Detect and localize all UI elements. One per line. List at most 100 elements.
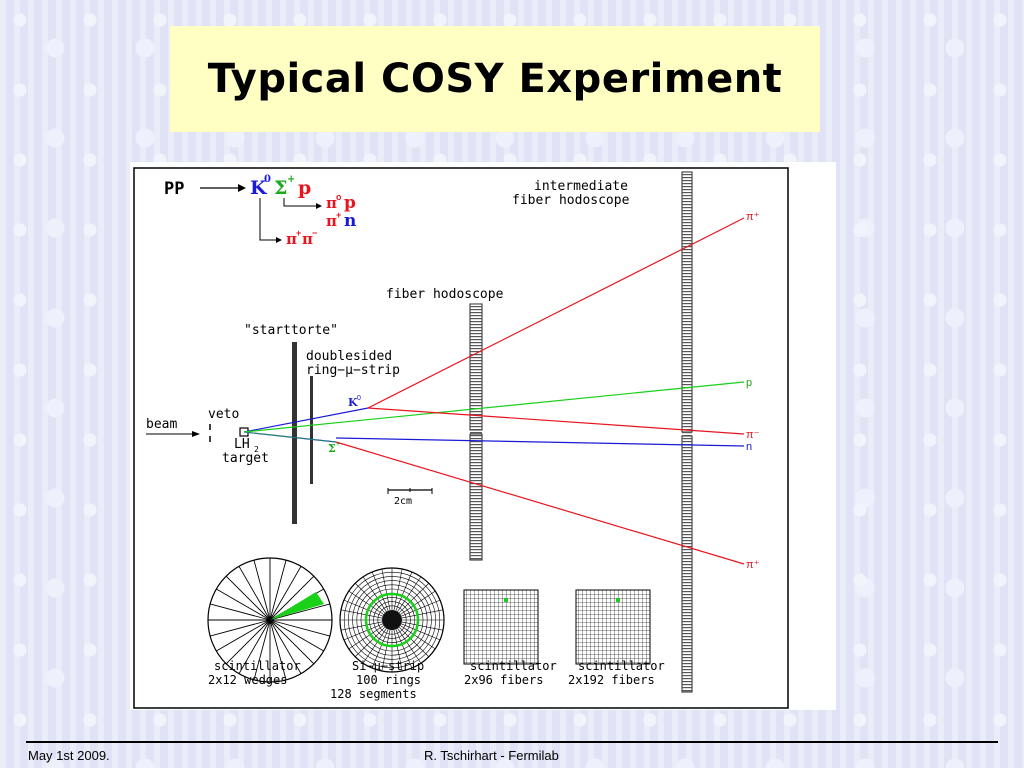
caption-2-line2: 100 rings xyxy=(356,673,421,687)
pipi2-label: π xyxy=(302,230,313,248)
caption-1-line1: scintillator xyxy=(214,659,301,673)
piplus-sup: + xyxy=(336,210,341,220)
proton-label: p xyxy=(298,177,311,199)
caption-2-line3: 128 segments xyxy=(330,687,417,701)
piplus-label: π xyxy=(326,212,337,230)
intermediate-label-1: intermediate xyxy=(534,179,628,194)
kaon-sup: 0 xyxy=(264,174,271,185)
wedge-line xyxy=(216,588,271,621)
si-segment xyxy=(401,623,441,641)
wedge-scintillator xyxy=(207,557,333,683)
si-segment xyxy=(371,629,389,669)
sigma-track xyxy=(243,431,337,443)
beam-arrowhead xyxy=(192,431,200,437)
si-segment xyxy=(398,626,429,657)
reaction-scheme: PP K 0 Σ + p π o p π + n π + π − xyxy=(164,174,356,248)
si-segment xyxy=(340,621,383,631)
si-highlight-ring xyxy=(364,592,420,648)
slide-title: Typical COSY Experiment xyxy=(207,56,783,102)
si-segments xyxy=(340,568,444,672)
wedge-line xyxy=(269,619,302,674)
diagram-svg: PP K 0 Σ + p π o p π + n π + π − interme… xyxy=(133,167,789,709)
pi-plus-lower-track xyxy=(335,441,745,565)
track-label-n: n xyxy=(746,441,752,453)
kaon-decay-arrowhead xyxy=(276,237,282,243)
si-segment xyxy=(343,599,383,617)
doublesided-label-1: doublesided xyxy=(306,349,392,364)
si-segment xyxy=(397,576,422,612)
si-segment xyxy=(395,629,413,669)
caption-4-line2: 2x192 fibers xyxy=(568,673,655,687)
si-segment xyxy=(401,621,444,631)
caption-3-line2: 2x96 fibers xyxy=(464,673,543,687)
wedge-lines xyxy=(208,558,332,682)
footer-author: R. Tschirhart - Fermilab xyxy=(424,748,559,763)
wedge-line xyxy=(225,619,271,665)
wedge-line xyxy=(269,566,302,621)
fiber-grid-192-highlight xyxy=(616,598,620,602)
si-segment xyxy=(362,628,387,664)
footer-divider xyxy=(26,741,998,743)
wedge-line xyxy=(209,603,271,621)
fiber-grid-192 xyxy=(575,589,651,665)
intermediate-hodoscope-stripes xyxy=(682,172,692,692)
sigma-track-label: Σ xyxy=(328,442,336,455)
pipi-sup2: − xyxy=(312,228,317,238)
wedge-line xyxy=(253,619,271,681)
intermediate-hodoscope xyxy=(681,171,693,693)
caption-3-line1: scintillator xyxy=(470,659,557,673)
kaon-track xyxy=(243,407,369,433)
si-inner-hole xyxy=(382,610,402,630)
pi0-label: π xyxy=(326,194,337,212)
kaon-decay-arrow xyxy=(259,198,276,241)
sigma-sup: + xyxy=(287,174,295,185)
pi0-sup: o xyxy=(336,192,342,202)
pipi-sup1: + xyxy=(296,228,301,238)
si-strip-detector xyxy=(339,567,445,673)
kaon-track-label: K xyxy=(348,396,358,409)
si-segment xyxy=(393,568,403,611)
track-label-pi-plus-upper: π⁺ xyxy=(746,211,760,223)
p2-label: p xyxy=(344,193,356,213)
track-label-pi-plus-lower: π⁺ xyxy=(746,559,760,571)
si-segment xyxy=(400,625,436,650)
caption-4-line1: scintillator xyxy=(578,659,665,673)
sigma-label: Σ xyxy=(274,177,287,199)
title-box: Typical COSY Experiment xyxy=(170,26,820,132)
ring-strip-detector xyxy=(310,376,313,484)
particle-tracks xyxy=(243,217,745,565)
si-segment xyxy=(371,571,389,611)
sigma-decay-arrowhead xyxy=(316,203,322,209)
n-label: n xyxy=(344,211,356,231)
pipi-label: π xyxy=(286,230,297,248)
si-segment xyxy=(340,609,383,619)
fiber-hodoscope-label: fiber hodoscope xyxy=(386,287,504,302)
neutron-track xyxy=(335,437,745,447)
si-segment xyxy=(397,628,422,664)
si-segment xyxy=(348,625,384,650)
doublesided-label-2: ring−μ−strip xyxy=(306,363,400,378)
caption-1-line2: 2x12 wedges xyxy=(208,673,287,687)
si-segment xyxy=(343,623,383,641)
si-segment xyxy=(381,629,391,672)
fiber-hodoscope-stripes xyxy=(470,304,482,560)
fiber-grid-96 xyxy=(463,589,539,665)
si-segment xyxy=(355,626,386,657)
si-segment xyxy=(401,599,441,617)
reaction-arrowhead xyxy=(238,184,246,192)
si-segment xyxy=(355,583,386,614)
sigma-decay-arrow xyxy=(283,198,316,207)
wedge-line xyxy=(209,619,271,637)
wedge-line xyxy=(216,619,271,652)
wedge-highlight xyxy=(270,592,324,620)
sigma-track-sup: + xyxy=(336,441,340,448)
lh2-label: LH xyxy=(234,437,250,452)
wedge-line xyxy=(238,566,271,621)
wedge-line xyxy=(269,603,331,621)
intermediate-label-2: fiber hodoscope xyxy=(512,193,630,208)
fiber-hodoscope xyxy=(469,303,483,561)
si-segment xyxy=(348,590,384,615)
pi-plus-upper-track xyxy=(367,217,745,409)
si-segment xyxy=(381,568,391,611)
track-label-pi-minus: π⁻ xyxy=(746,429,760,441)
